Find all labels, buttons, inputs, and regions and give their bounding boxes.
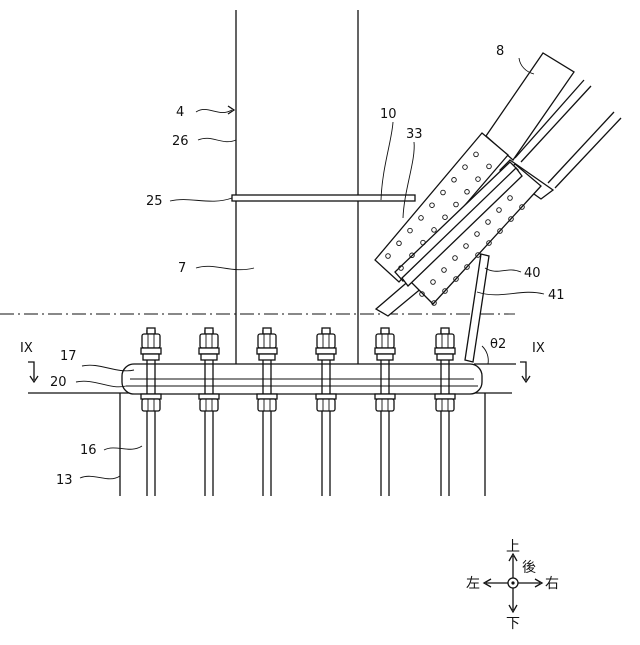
label-theta2: θ2 xyxy=(490,337,506,352)
anchor-bolt xyxy=(316,328,336,496)
label-26: 26 xyxy=(172,134,189,149)
foundation xyxy=(120,393,485,496)
section-marker-left xyxy=(28,362,38,382)
label-17: 17 xyxy=(60,349,77,364)
anchor-bolt xyxy=(257,328,277,496)
label-16: 16 xyxy=(80,443,97,458)
anchor-bolt xyxy=(375,328,395,496)
anchor-bolts xyxy=(141,328,455,496)
anchor-bolt xyxy=(199,328,219,496)
brace-assembly xyxy=(375,53,621,316)
compass-back: 後 xyxy=(522,560,536,576)
compass-left: 左 xyxy=(466,576,480,592)
angle-arc xyxy=(482,346,488,364)
label-ix-right: IX xyxy=(532,341,545,356)
label-25: 25 xyxy=(146,194,163,209)
label-33: 33 xyxy=(406,127,423,142)
base-plate xyxy=(122,364,482,394)
label-10: 10 xyxy=(380,107,397,122)
label-7: 7 xyxy=(178,261,186,276)
stiffener-plate xyxy=(232,195,415,201)
label-13: 13 xyxy=(56,473,73,488)
compass-dot-icon xyxy=(511,581,514,584)
label-ix-left: IX xyxy=(20,341,33,356)
compass-up: 上 xyxy=(506,539,520,555)
label-4: 4 xyxy=(176,105,184,120)
leader-lines xyxy=(76,58,544,479)
label-8: 8 xyxy=(496,44,504,59)
column xyxy=(236,10,358,365)
direction-compass: 上 後 左 右 下 xyxy=(466,539,559,632)
anchor-bolt xyxy=(435,328,455,496)
anchor-bolt xyxy=(141,328,161,496)
compass-right: 右 xyxy=(545,576,559,592)
label-40: 40 xyxy=(524,266,541,281)
section-marker-right xyxy=(520,362,530,382)
label-41: 41 xyxy=(548,288,565,303)
compass-down: 下 xyxy=(506,616,520,632)
label-20: 20 xyxy=(50,375,67,390)
